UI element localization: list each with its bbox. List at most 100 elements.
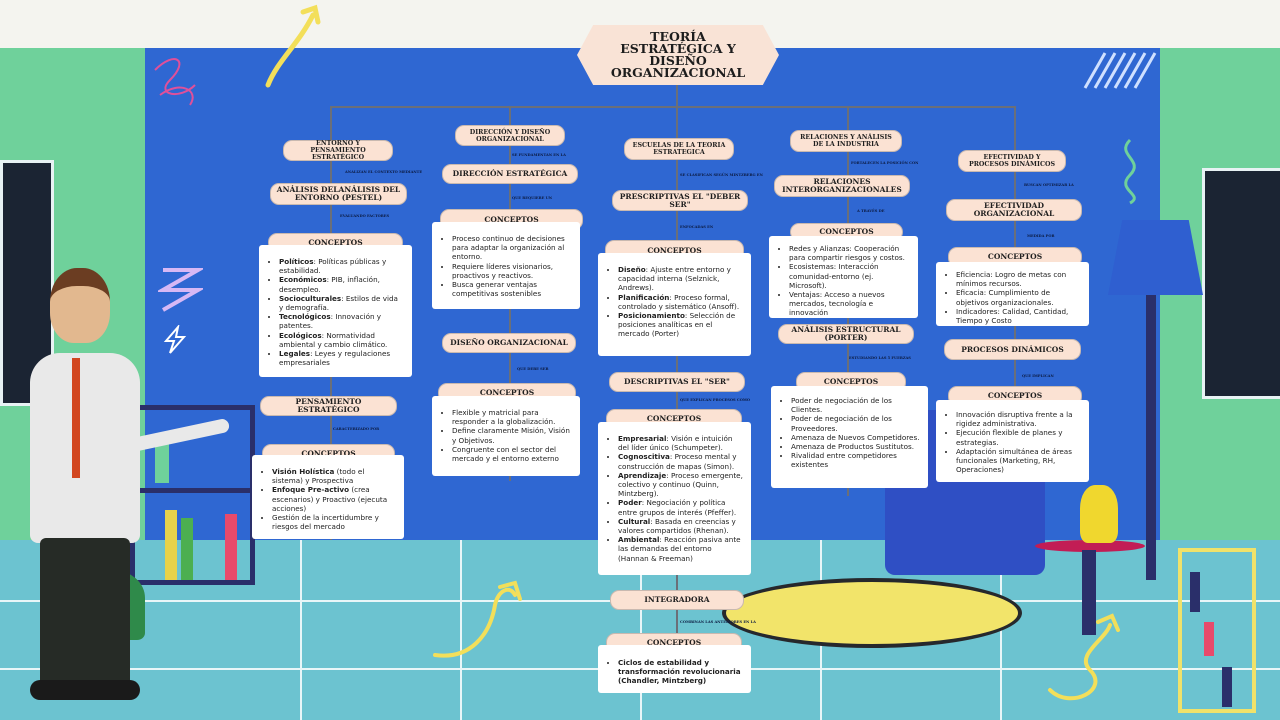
concept-item-text: : Visión e intuición del líder único (Sc…	[618, 434, 733, 453]
floor-line	[300, 540, 302, 720]
column-1-box-2: Visión Holística (todo el sistema) y Pro…	[252, 455, 404, 539]
concept-item: Cultural: Basada en creencias y valores …	[618, 517, 743, 535]
concept-item: Empresarial: Visión e intuición del líde…	[618, 434, 743, 452]
concept-item-term: Poder	[618, 498, 642, 508]
concept-item-term: Visión Holística	[272, 467, 335, 476]
concept-item-text: : Innovación y patentes.	[279, 312, 382, 331]
connector	[676, 106, 678, 691]
concept-item: Planificación: Proceso formal, controlad…	[618, 293, 743, 311]
concept-item-text: : Selección de posiciones analíticas en …	[618, 311, 736, 339]
concept-item: Posicionamiento: Selección de posiciones…	[618, 311, 743, 339]
connector-label: SE CLASIFICAN SEGÚN MINTZBERG EN	[680, 173, 763, 177]
concept-item: Innovación disruptiva frente a la rigide…	[956, 410, 1081, 428]
concept-item: Poder de negociación de los Clientes.	[791, 396, 920, 414]
concept-item-term: Legales	[279, 349, 311, 359]
scribble-decoration	[154, 58, 196, 106]
column-4-sub-1: RELACIONES INTERORGANIZACIONALES	[774, 175, 910, 197]
concept-item: Define claramente Misión, Visión y Objet…	[452, 426, 572, 444]
concept-item: Enfoque Pre-activo (crea escenarios) y P…	[272, 485, 396, 513]
connector-label: A TRAVÉS DE	[857, 209, 885, 213]
concept-item: Tecnológicos: Innovación y patentes.	[279, 312, 404, 330]
concept-item-text: : Políticas públicas y estabilidad.	[279, 257, 387, 276]
concept-item-text: Congruente con el sector del mercado y e…	[452, 444, 559, 464]
floor-lamp	[1108, 220, 1203, 295]
concept-item-term: Cognoscitiva	[618, 452, 670, 462]
concept-item-term: Ecológicos	[279, 330, 322, 340]
concept-item-term: Tecnológicos	[279, 312, 331, 322]
column-3-box-1: Diseño: Ajuste entre entorno y capacidad…	[598, 253, 751, 356]
connector-label: SE FUNDAMENTAN EN LA	[512, 153, 566, 157]
concept-item-term: Ambiental	[618, 535, 660, 545]
column-5-sub-2: PROCESOS DINÁMICOS	[944, 339, 1081, 360]
concept-item-text: Indicadores: Calidad, Cantidad, Tiempo y…	[956, 306, 1069, 326]
connector-label: FORTALECEN LA POSICIÓN CON	[851, 161, 919, 165]
concept-item: Proceso continuo de decisiones para adap…	[452, 234, 572, 262]
arrow-doodle-icon	[1048, 613, 1120, 701]
vase	[1080, 485, 1118, 543]
concept-item-term: Posicionamiento	[618, 311, 685, 321]
arrow-doodle-icon	[265, 4, 321, 88]
concept-item: Económicos: PIB, inflación, desempleo.	[279, 275, 404, 293]
concept-item-text: : Proceso mental y construcción de mapas…	[618, 452, 737, 471]
concept-item-term: Enfoque Pre-activo	[272, 485, 350, 495]
concept-item-term: Económicos	[279, 275, 327, 285]
floor-line	[640, 540, 642, 720]
rug	[722, 578, 1022, 648]
concept-item: Adaptación simultánea de áreas funcional…	[956, 447, 1081, 475]
column-4-sub-2: ANÁLISIS ESTRUCTURAL (PORTER)	[778, 324, 914, 344]
connector-label: BUSCAN OPTIMIZAR LA	[1024, 183, 1074, 187]
concept-item-text: Poder de negociación de los Clientes.	[791, 396, 892, 415]
concept-item: Congruente con el sector del mercado y e…	[452, 445, 572, 463]
concept-item-text: Requiere líderes visionarios, proactivos…	[452, 261, 554, 280]
column-5-box-2: Innovación disruptiva frente a la rigide…	[936, 400, 1089, 482]
scribble-decoration	[158, 268, 203, 312]
concept-item-text: Define claramente Misión, Visión y Objet…	[452, 426, 570, 445]
concept-item-text: Redes y Alianzas: Cooperación para compa…	[789, 244, 905, 263]
concept-item-term: Planificación	[618, 292, 670, 302]
concept-item: Eficacia: Cumplimiento de objetivos orga…	[956, 288, 1081, 306]
column-3-sub-1: PRESCRIPTIVAS EL "DEBER SER"	[612, 190, 748, 211]
connector-label: QUE IMPLICAN	[1022, 374, 1054, 378]
column-3-header: ESCUELAS DE LA TEORIA ESTRATEGICA	[624, 138, 734, 160]
connector	[330, 106, 1016, 108]
concept-item: Diseño: Ajuste entre entorno y capacidad…	[618, 265, 743, 293]
column-2-box-1: Proceso continuo de decisiones para adap…	[432, 222, 580, 309]
concept-item: Rivalidad entre competidores existentes	[791, 451, 920, 469]
bookshelf-right	[1178, 548, 1256, 713]
concept-item: Ecológicos: Normatividad ambiental y cam…	[279, 331, 404, 349]
concept-item: Flexible y matricial para responder a la…	[452, 408, 572, 426]
concept-item: Eficiencia: Logro de metas con mínimos r…	[956, 270, 1081, 288]
column-1-sub-1: ANÁLISIS DELANÁLISIS DEL ENTORNO (PESTEL…	[270, 183, 407, 205]
side-table-leg	[1082, 550, 1096, 635]
connector-label: QUE DEBE SER	[517, 367, 549, 371]
connector-label: ANALIZAN EL CONTEXTO MEDIANTE	[345, 170, 423, 174]
concept-item-text: : Leyes y regulaciones empresariales	[279, 349, 391, 368]
concept-item-text: Ejecución flexible de planes y estrategi…	[956, 428, 1063, 447]
concept-item-text: Ecosistemas: Interacción comunidad-entor…	[789, 262, 879, 290]
concept-item-text: Proceso continuo de decisiones para adap…	[452, 234, 565, 262]
lightning-icon	[163, 325, 187, 354]
side-table	[1035, 540, 1145, 552]
concept-item-text: : Negociación y política entre grupos de…	[618, 498, 737, 517]
lamp-pole	[1146, 295, 1156, 580]
concept-item: Indicadores: Calidad, Cantidad, Tiempo y…	[956, 307, 1081, 325]
concept-item-text: : Reacción pasiva ante las demandas del …	[618, 535, 741, 563]
concept-item-term: Cultural	[618, 516, 651, 526]
concept-item: Ambiental: Reacción pasiva ante las dema…	[618, 535, 743, 563]
concept-item-text: Amenaza de Productos Sustitutos.	[791, 442, 915, 452]
column-2-header: DIRECCIÓN Y DISEÑO ORGANIZACIONAL	[455, 125, 565, 146]
column-1-sub-2: PENSAMIENTO ESTRATÉGICO	[260, 396, 397, 416]
concept-item: Gestión de la incertidumbre y riesgos de…	[272, 513, 396, 531]
concept-item-term: Aprendizaje	[618, 470, 667, 480]
right-window	[1202, 168, 1280, 399]
concept-item: Socioculturales: Estilos de vida y demog…	[279, 294, 404, 312]
concept-item-text: Poder de negociación de los Proveedores.	[791, 414, 892, 433]
concept-item-text: Rivalidad entre competidores existentes	[791, 451, 897, 470]
concept-item: Ventajas: Acceso a nuevos mercados, tecn…	[789, 290, 910, 318]
concept-item-text: : Proceso emergente, colectivo y continu…	[618, 470, 743, 499]
concept-item: Busca generar ventajas competitivas sost…	[452, 280, 572, 298]
concept-item: Aprendizaje: Proceso emergente, colectiv…	[618, 471, 743, 499]
column-5-box-1: Eficiencia: Logro de metas con mínimos r…	[936, 262, 1089, 326]
stripes-decoration	[1083, 52, 1157, 89]
concept-item-term: Socioculturales	[279, 293, 342, 303]
